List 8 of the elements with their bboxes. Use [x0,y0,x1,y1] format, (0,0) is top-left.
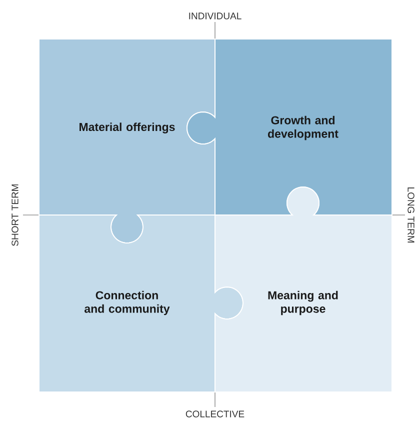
puzzle-piece: Growth and development [186,38,392,216]
axis-label: LONG TERM [408,188,414,242]
axis-label: SHORT TERM [12,184,18,246]
puzzle-piece: Connection and community [38,214,244,392]
axis-label: COLLECTIVE [186,410,244,418]
puzzle-piece: Meaning and purpose [214,186,392,392]
axis-label: INDIVIDUAL [189,12,242,20]
puzzle-piece: Material offerings [38,38,216,244]
